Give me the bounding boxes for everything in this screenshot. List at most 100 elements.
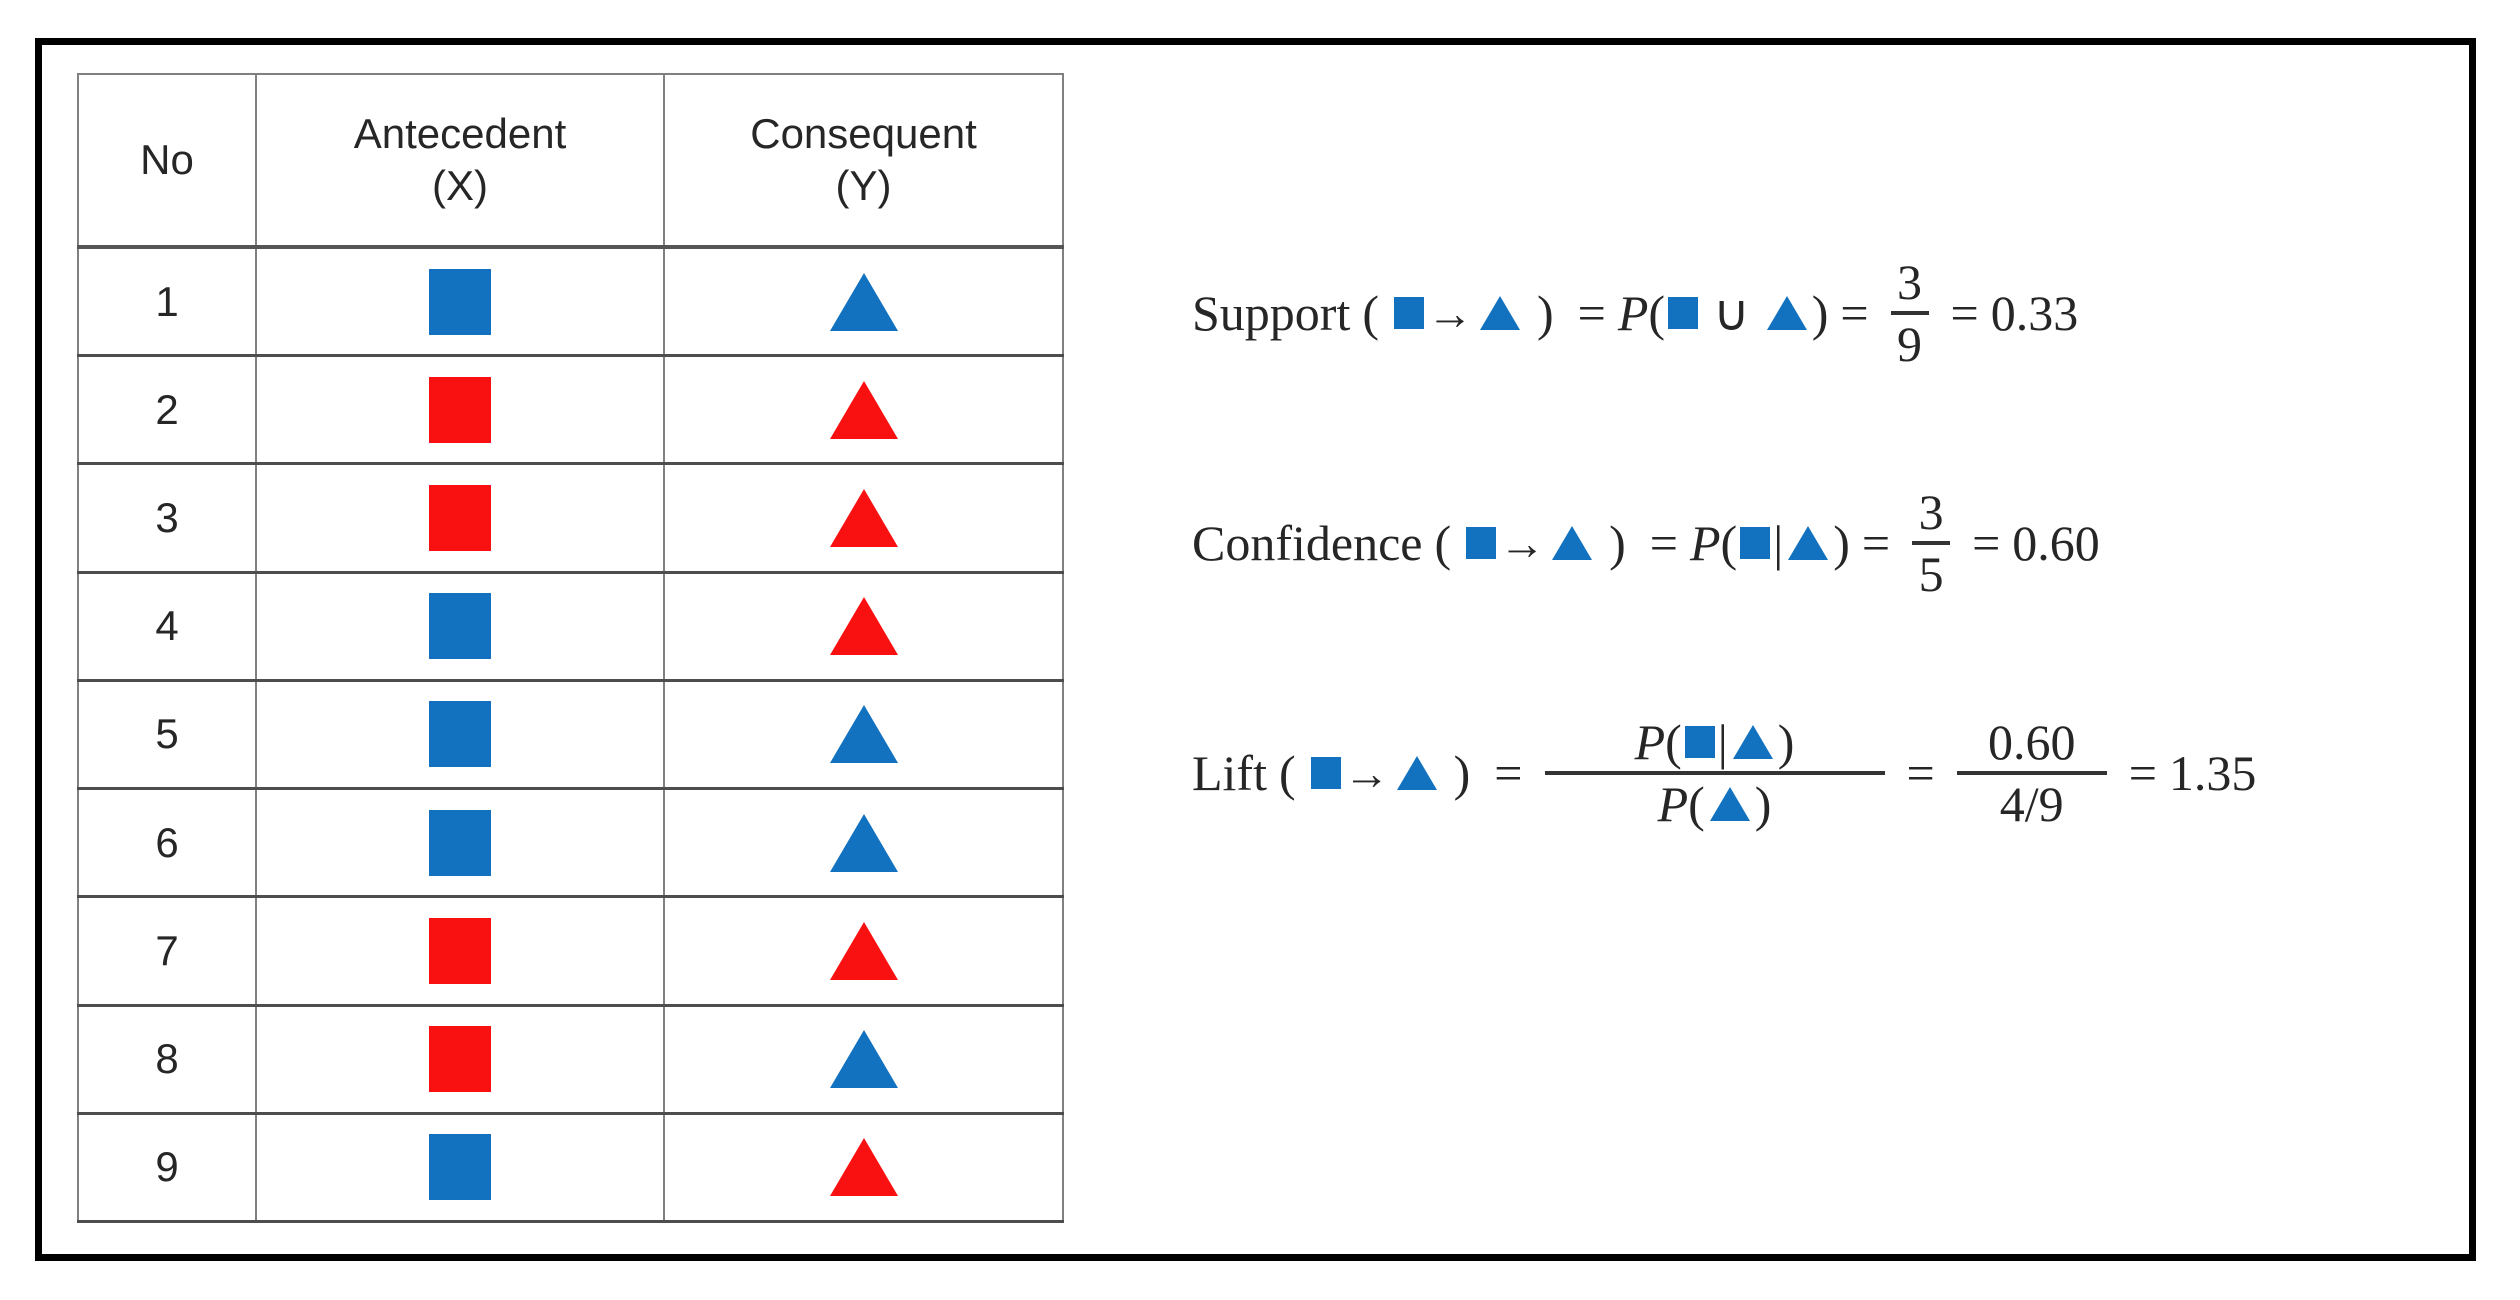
lift-num-p-symbol: P [1634,714,1666,770]
row-number: 5 [77,678,257,790]
shape-cell-content [665,1115,1062,1220]
support-result: 0.33 [1990,285,2079,341]
consequent-cell [663,1111,1064,1224]
consequent-cell [663,895,1064,1007]
table-row: 2 [77,354,1064,465]
consequent-cell [663,570,1064,682]
row-number: 9 [77,1111,257,1224]
given-bar-icon: | [1717,714,1728,770]
shape-cell-content [665,790,1062,895]
confidence-p-close-paren: ) [1833,515,1850,571]
arrow-icon: → [1499,517,1546,569]
confidence-equals-1: = [1649,515,1678,571]
lift-den-value: 4/9 [1999,776,2064,832]
shape-cell-content [257,574,663,679]
support-open-paren: ( [1362,285,1380,341]
support-equals-1: = [1577,285,1606,341]
shape-cell-content [257,1007,663,1112]
row-number: 2 [77,354,257,465]
consequent-cell [663,462,1064,574]
confidence-denominator: 5 [1918,546,1944,602]
lift-probability-fraction: P ( | ) P ( ) [1544,717,1885,832]
shape-cell-content [665,465,1062,570]
table-row: 9 [77,1111,1064,1224]
confidence-equals-2: = [1861,515,1891,571]
table-row: 4 [77,570,1064,682]
support-p-symbol: P [1617,285,1649,341]
lift-den-close-paren: ) [1754,776,1772,832]
column-header-consequent-line1: Consequent [750,109,977,157]
blue-triangle-icon [1552,526,1593,560]
antecedent-cell [255,1003,665,1115]
shape-cell-content [665,249,1062,354]
lift-num-open-paren: ( [1665,714,1682,770]
blue-square-icon [1668,297,1699,329]
shape-cell-content [257,898,663,1003]
column-header-no: No [77,73,257,249]
consequent-cell [663,678,1064,790]
confidence-p-open-paren: ( [1720,515,1738,571]
consequent-cell [663,354,1064,465]
support-close-paren: ) [1537,285,1554,341]
shape-cell-content [665,1007,1062,1112]
arrow-icon: → [1427,287,1474,339]
lift-equals-2: = [1906,745,1935,801]
lift-equals-3: = [2128,745,2157,801]
blue-triangle-icon [1788,526,1829,560]
blue-triangle-icon [829,272,898,331]
blue-square-icon [429,593,491,660]
antecedent-cell [255,895,665,1007]
antecedent-cell [255,787,665,898]
lift-result: 1.35 [2168,745,2257,801]
confidence-numerator: 3 [1918,484,1944,540]
blue-square-icon [429,701,491,768]
fraction-bar [1912,541,1951,545]
column-header-antecedent: Antecedent (X) [255,73,665,249]
antecedent-cell [255,245,665,357]
column-header-antecedent-line1: Antecedent [353,109,567,157]
union-icon: ∪ [1713,285,1750,341]
blue-triangle-icon [1396,756,1437,790]
red-triangle-icon [829,597,898,656]
blue-square-icon [1684,726,1715,758]
red-square-icon [429,376,491,443]
support-denominator: 9 [1897,316,1923,372]
confidence-fraction: 3 5 [1912,484,1951,602]
lift-open-paren: ( [1278,745,1296,801]
arrow-icon: → [1343,747,1390,799]
shape-cell-content [257,790,663,895]
lift-den-p-symbol: P [1657,776,1689,832]
blue-triangle-icon [1766,296,1807,330]
confidence-open-paren: ( [1434,515,1452,571]
support-p-close-paren: ) [1811,285,1829,341]
confidence-label: Confidence [1192,515,1423,571]
confidence-p-symbol: P [1689,515,1721,571]
row-number: 1 [77,245,257,357]
confidence-result: 0.60 [2012,515,2100,571]
antecedent-cell [255,1111,665,1224]
lift-formula: Lift ( → ) = P ( | ) P ( [1192,717,2442,829]
row-number: 3 [77,462,257,574]
shape-cell-content [257,249,663,354]
row-number: 6 [77,787,257,898]
antecedent-cell [255,570,665,682]
fraction-bar [1890,311,1929,315]
support-label: Support [1192,285,1351,341]
formulas-panel: Support ( → ) = P ( ∪ ) = 3 9 = 0.33 Con… [1192,195,2442,829]
shape-cell-content [665,898,1062,1003]
blue-square-icon [429,1134,491,1201]
consequent-cell [663,1003,1064,1115]
antecedent-cell [255,678,665,790]
lift-numerator: P ( | ) [1629,717,1801,771]
blue-square-icon [1740,527,1771,559]
shape-cell-content [257,357,663,462]
shape-cell-content [665,682,1062,787]
blue-square-icon [1310,757,1341,789]
column-header-antecedent-line2: (X) [432,162,488,209]
blue-square-icon [429,268,491,335]
lift-num-close-paren: ) [1777,714,1795,770]
blue-triangle-icon [1480,296,1521,330]
lift-label: Lift [1192,745,1267,801]
